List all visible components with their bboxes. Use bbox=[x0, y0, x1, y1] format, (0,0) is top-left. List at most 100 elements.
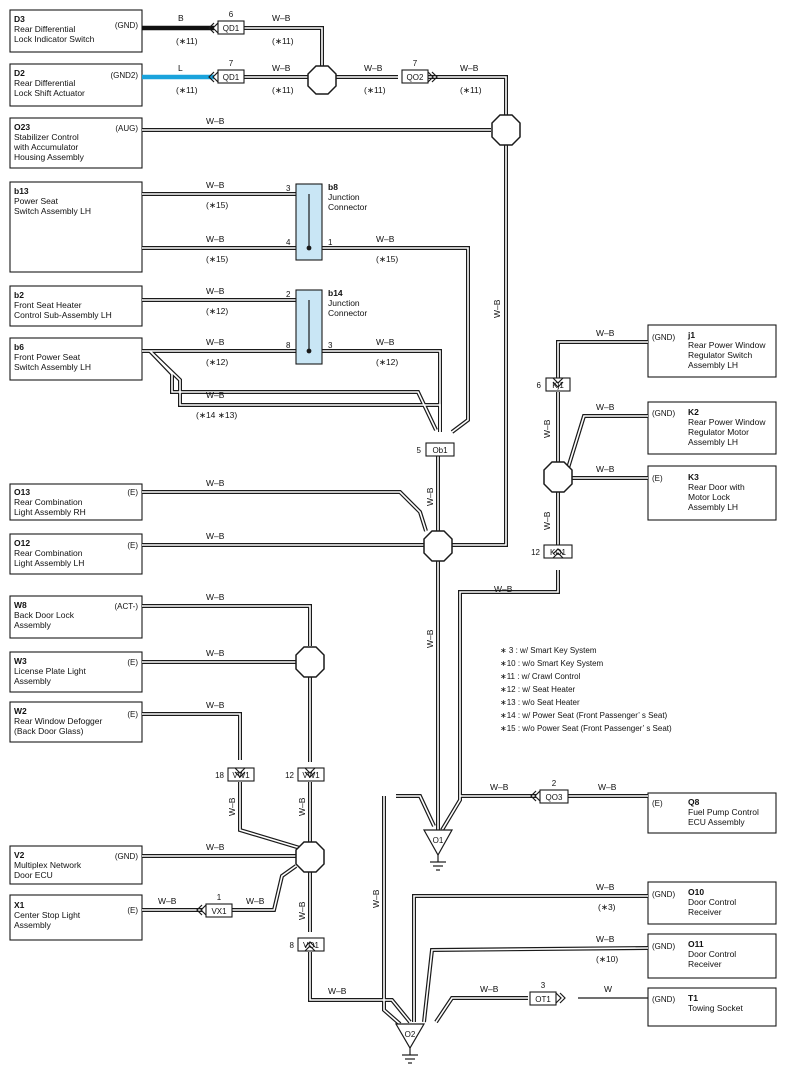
option-code: (∗15) bbox=[206, 200, 228, 210]
wire-label: W–B bbox=[206, 842, 225, 852]
note-line: ∗11 : w/ Crawl Control bbox=[500, 672, 581, 681]
component-box-b6 bbox=[9, 337, 143, 381]
wire-label: W–B bbox=[494, 584, 513, 594]
component-name-line: Door Control bbox=[688, 949, 736, 959]
wire-label: W–B bbox=[598, 782, 617, 792]
component-id-O11: O11 bbox=[688, 939, 704, 949]
option-code: (∗3) bbox=[598, 902, 616, 912]
component-id-D2: D2 bbox=[14, 68, 25, 78]
component-id-K2: K2 bbox=[688, 407, 699, 417]
wire-label: W–B bbox=[206, 648, 225, 658]
ground-label-o2: O2 bbox=[405, 1030, 416, 1039]
wire-label: W–B bbox=[206, 700, 225, 710]
component-box-W3 bbox=[9, 651, 143, 693]
wire-label: W–B bbox=[206, 286, 225, 296]
terminal-name: (E) bbox=[127, 906, 138, 915]
wire-label: W–B bbox=[206, 116, 225, 126]
terminal-name: (ACT-) bbox=[114, 602, 138, 611]
component-name-line: Control Sub-Assembly LH bbox=[14, 310, 112, 320]
terminal-name: (E) bbox=[127, 658, 138, 667]
connector-ob1 bbox=[425, 442, 455, 457]
component-id-Q8: Q8 bbox=[688, 797, 700, 807]
wire-label: W–B bbox=[425, 629, 435, 648]
connector-name: QD1 bbox=[223, 73, 240, 82]
wire-label: W–B bbox=[376, 337, 395, 347]
junction-name-line: Connector bbox=[328, 308, 367, 318]
connector-pin: 12 bbox=[531, 548, 540, 557]
connector-qo2 bbox=[401, 69, 429, 84]
connector-pin: 7 bbox=[229, 59, 234, 68]
connector-name: OT1 bbox=[535, 995, 551, 1004]
connector-qd1-b bbox=[217, 69, 245, 84]
component-name-line: Switch Assembly LH bbox=[14, 362, 91, 372]
connector-name: VO1 bbox=[303, 941, 320, 950]
component-id-T1: T1 bbox=[688, 993, 698, 1003]
component-name-line: Assembly LH bbox=[688, 437, 738, 447]
wire-label: W–B bbox=[364, 63, 383, 73]
terminal-name: (GND) bbox=[115, 21, 138, 30]
note-line: ∗13 : w/o Seat Heater bbox=[500, 698, 580, 707]
note-line: ∗12 : w/ Seat Heater bbox=[500, 685, 576, 694]
component-box-Q8 bbox=[647, 792, 777, 834]
terminal-name: (GND) bbox=[652, 995, 675, 1004]
component-box-D3 bbox=[9, 9, 143, 53]
connector-pin: 6 bbox=[537, 381, 542, 390]
option-code: (∗12) bbox=[376, 357, 398, 367]
wire-label: W–B bbox=[158, 896, 177, 906]
note-line: ∗10 : w/o Smart Key System bbox=[500, 659, 604, 668]
option-code: (∗11) bbox=[176, 36, 198, 46]
wire-label: W–B bbox=[206, 337, 225, 347]
component-name-line: Switch Assembly LH bbox=[14, 206, 91, 216]
connector-ot1 bbox=[529, 991, 557, 1006]
splice-v2 bbox=[295, 841, 325, 873]
component-box-W8 bbox=[9, 595, 143, 639]
component-box-V2 bbox=[9, 845, 143, 885]
wire-label: W–B bbox=[596, 328, 615, 338]
component-box-K2 bbox=[647, 401, 777, 455]
wire-label: W–B bbox=[596, 934, 615, 944]
wire-label: W–B bbox=[206, 180, 225, 190]
option-code: (∗11) bbox=[176, 85, 198, 95]
wire-label: W–B bbox=[206, 234, 225, 244]
connector-name: QO2 bbox=[407, 73, 424, 82]
wb-wire-group bbox=[142, 26, 649, 1026]
component-name-line: Rear Door with bbox=[688, 482, 745, 492]
connector-name: Kj1 bbox=[552, 381, 564, 390]
wire-label: W–B bbox=[542, 419, 552, 438]
component-id-b2: b2 bbox=[14, 290, 24, 300]
connector-pin: 2 bbox=[552, 779, 557, 788]
option-code: (∗15) bbox=[376, 254, 398, 264]
connector-name: VW1 bbox=[302, 771, 320, 780]
junction-id-b8: b8 bbox=[328, 182, 338, 192]
terminal-name: (GND) bbox=[652, 333, 675, 342]
component-id-O23: O23 bbox=[14, 122, 30, 132]
component-box-T1 bbox=[647, 987, 777, 1027]
component-name-line: Receiver bbox=[688, 959, 722, 969]
wire-label: W–B bbox=[272, 13, 291, 23]
component-name-line: Multiplex Network bbox=[14, 860, 82, 870]
component-name-line: Receiver bbox=[688, 907, 722, 917]
wire-label: W bbox=[604, 984, 612, 994]
wire-label: W–B bbox=[328, 986, 347, 996]
junction-pin: 3 bbox=[286, 184, 291, 193]
component-name-line: Lock Shift Actuator bbox=[14, 88, 85, 98]
component-id-b6: b6 bbox=[14, 342, 24, 352]
component-name-line: Motor Lock bbox=[688, 492, 731, 502]
component-name-line: Front Power Seat bbox=[14, 352, 81, 362]
connector-name: VW1 bbox=[232, 771, 250, 780]
wire-label: W–B bbox=[227, 797, 237, 816]
connector-vx1 bbox=[205, 903, 233, 918]
wire-label: W–B bbox=[297, 901, 307, 920]
wire-label: W–B bbox=[480, 984, 499, 994]
connector-qd1-a bbox=[217, 20, 245, 35]
connector-vw1-b bbox=[297, 767, 325, 782]
component-id-V2: V2 bbox=[14, 850, 25, 860]
wire-label: W–B bbox=[425, 487, 435, 506]
connector-pin: 8 bbox=[290, 941, 295, 950]
component-id-W3: W3 bbox=[14, 656, 27, 666]
component-id-W2: W2 bbox=[14, 706, 27, 716]
component-name-line: (Back Door Glass) bbox=[14, 726, 84, 736]
component-name-line: Front Seat Heater bbox=[14, 300, 82, 310]
connector-vw1-a bbox=[227, 767, 255, 782]
option-code: (∗10) bbox=[596, 954, 618, 964]
